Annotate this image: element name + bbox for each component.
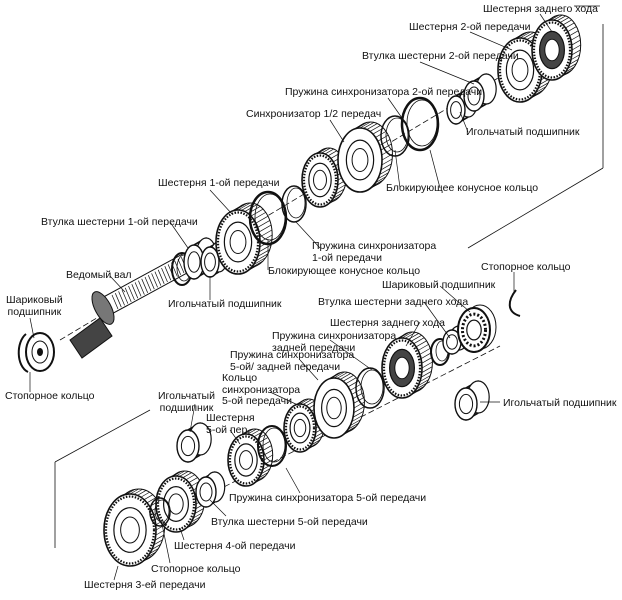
label-fifth-gear-bushing: Втулка шестерни 5-ой передачи (211, 516, 368, 528)
label-fifth-gear: Шестерня 5-ой пер. (206, 412, 255, 436)
label-blocking-ring-upper: Блокирующее конусное кольцо (386, 182, 539, 194)
label-sync-spring-reverse: Пружина синхронизатора задней передачи (272, 330, 397, 354)
snap-ring-right (508, 289, 521, 317)
label-reverse-gear-bushing: Втулка шестерни заднего хода (318, 296, 469, 308)
label-needle-bearing-left: Игольчатый подшипник (158, 390, 215, 414)
label-sync-spring-5r: Пружина синхронизатора 5-ой/ задней пере… (230, 349, 355, 373)
blocking-ring-upper-part (400, 96, 440, 152)
first-gear-part (215, 202, 273, 275)
label-needle-bearing-mid: Игольчатый подшипник (168, 298, 282, 310)
label-ball-bearing-right: Шариковый подшипник (382, 279, 496, 291)
label-synchronizer-12: Синхронизатор 1/2 передач (246, 108, 382, 120)
fourth-gear-part (155, 470, 206, 533)
label-first-gear-bushing: Втулка шестерни 1-ой передачи (41, 216, 198, 228)
synchronizer-5r-hub (283, 398, 326, 453)
fifth-gear-part (227, 428, 274, 487)
label-fourth-gear: Шестерня 4-ой передачи (174, 540, 296, 552)
sync-spring-2-part (380, 115, 410, 157)
label-reverse-gear-lower: Шестерня заднего хода (330, 317, 445, 329)
label-first-gear: Шестерня 1-ой передачи (158, 177, 280, 189)
reverse-gear-top-part (531, 14, 582, 81)
label-sync-spring-2: Пружина синхронизатора 2-ой передачи (285, 86, 483, 98)
synchronizer-12-sleeve (337, 121, 393, 193)
label-snap-ring-right: Стопорное кольцо (481, 261, 571, 273)
label-sync-spring-5: Пружина синхронизатора 5-ой передачи (229, 492, 427, 504)
fifth-gear-bushing-part (195, 471, 226, 508)
sync-spring-1-part (281, 185, 307, 223)
label-blocking-ring-lower: Блокирующее конусное кольцо (268, 265, 421, 277)
label-snap-ring-bottom: Стопорное кольцо (151, 563, 241, 575)
leader-lines (29, 13, 553, 581)
driven-shaft (69, 249, 201, 359)
needle-bearing-right-part (454, 380, 490, 421)
label-driven-shaft: Ведомый вал (66, 269, 132, 281)
label-needle-bearing-right: Игольчатый подшипник (503, 397, 617, 409)
frame-line (467, 167, 604, 249)
second-gear-bushing-part (463, 73, 497, 112)
snap-ring-left (17, 333, 29, 373)
snap-ring-bottom-part (149, 497, 171, 527)
label-second-gear: Шестерня 2-ой передачи (409, 21, 531, 33)
label-sync-ring-5: Кольцо синхронизатора 5-ой передачи (222, 372, 301, 407)
label-needle-bearing-upper: Игольчатый подшипник (466, 126, 580, 138)
label-third-gear: Шестерня 3-ей передачи (84, 579, 206, 591)
label-second-gear-bushing: Втулка шестерни 2-ой передачи (362, 50, 519, 62)
sync-ring-5-part (257, 425, 287, 467)
synchronizer-5r-sleeve (313, 371, 365, 439)
synchronizer-12-hub (301, 147, 348, 208)
ball-bearing-right-part (457, 304, 497, 353)
second-gear-part (497, 31, 553, 103)
label-snap-ring-left: Стопорное кольцо (5, 390, 95, 402)
label-ball-bearing-left: Шариковый подшипник (6, 294, 63, 318)
lower-gear-stack (103, 304, 497, 567)
upper-gear-stack (171, 14, 582, 286)
ball-bearing-left (25, 332, 55, 372)
label-sync-spring-1: Пружина синхронизатора 1-ой передачи (312, 240, 437, 264)
third-gear-part (103, 488, 166, 567)
needle-bearing-left-part (176, 422, 212, 463)
frame-line (54, 409, 151, 463)
lower-axis-line (119, 345, 501, 541)
label-reverse-gear-top: Шестерня заднего хода (483, 3, 598, 15)
reverse-gear-lower-part (381, 331, 433, 399)
